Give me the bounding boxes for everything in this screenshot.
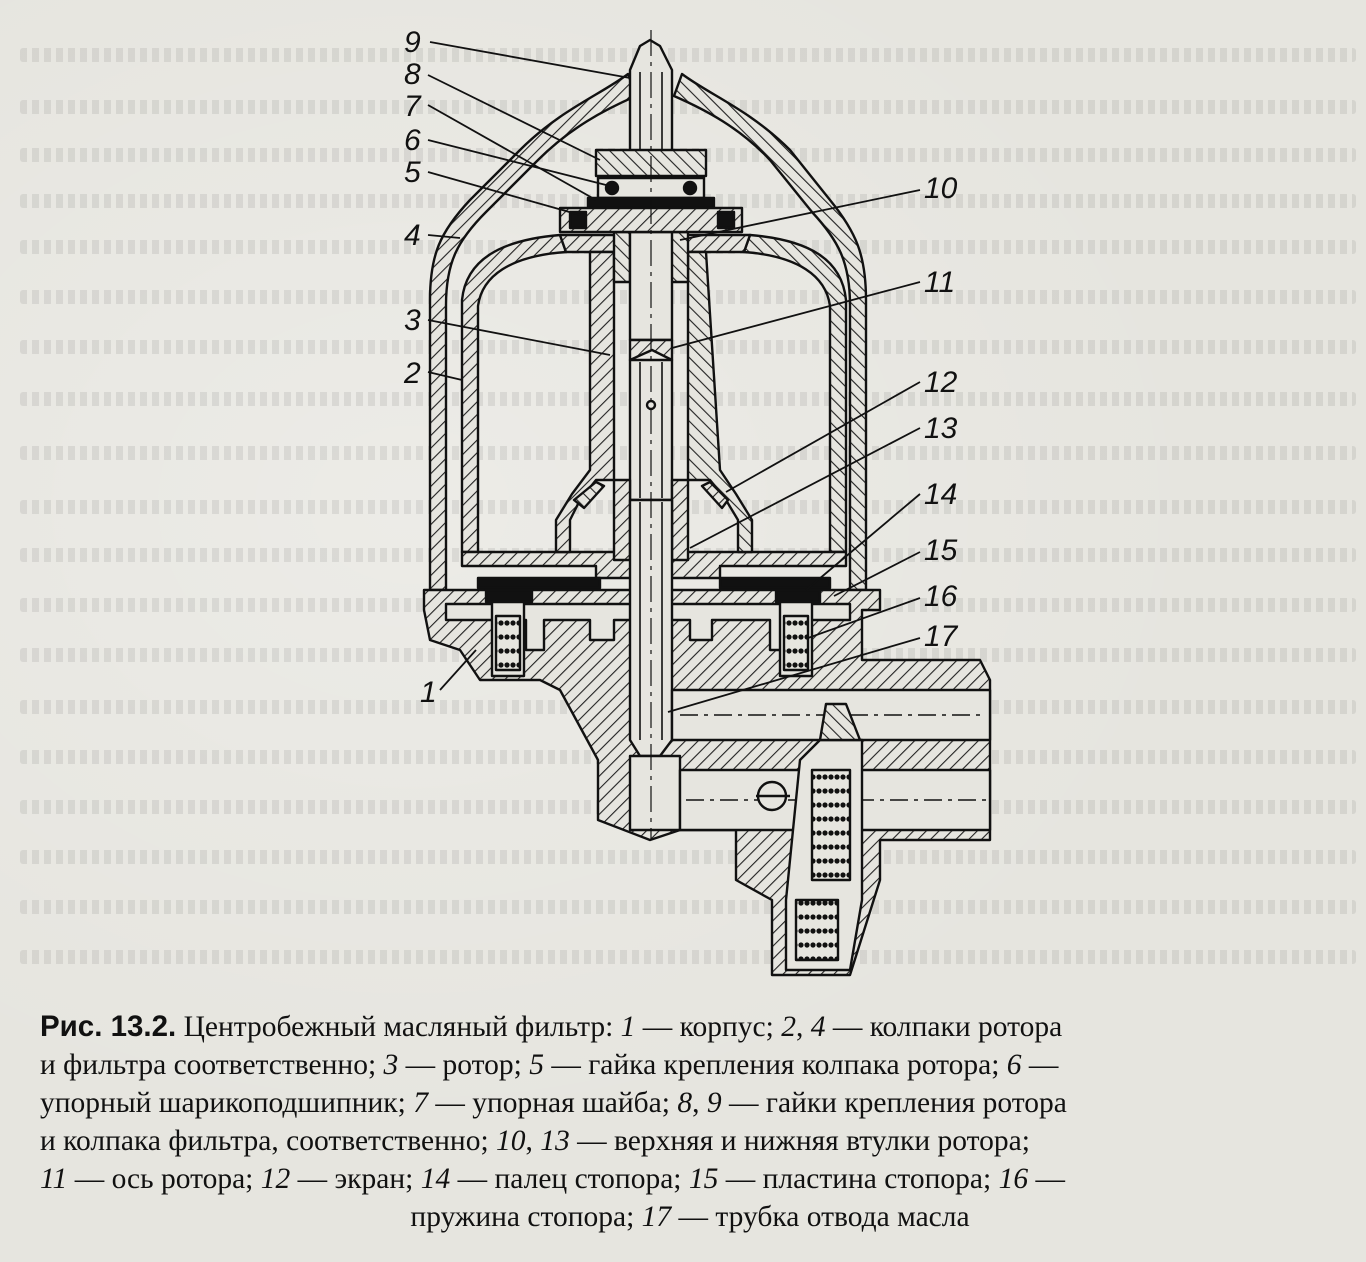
rotor-base-plate [476, 576, 602, 590]
label-1: 1 [420, 676, 437, 709]
bleed-through-line [20, 950, 1356, 964]
centrifugal-oil-filter-diagram: 9 8 7 6 5 4 3 2 1 10 11 12 13 14 15 16 1… [403, 26, 992, 977]
bleed-through-line [20, 900, 1356, 914]
rotor-cap-left [460, 233, 568, 554]
label-2: 2 [403, 357, 421, 390]
label-12: 12 [924, 366, 958, 399]
label-14: 14 [924, 478, 957, 511]
caption-line-5: 11 — ось ротора; 12 — экран; 14 — палец … [40, 1163, 1065, 1195]
caption-line-3: упорный шарикоподшипник; 7 — упорная шай… [40, 1087, 1067, 1119]
label-8: 8 [404, 58, 421, 91]
label-5: 5 [404, 156, 421, 189]
label-17: 17 [924, 620, 959, 653]
leader-lines [427, 41, 921, 713]
label-3: 3 [404, 304, 421, 337]
label-15: 15 [924, 534, 958, 567]
bleed-through-line [20, 100, 1356, 114]
rotor-hub-right [686, 250, 754, 554]
label-11: 11 [924, 266, 955, 299]
caption-line-1: Рис. 13.2. Центробежный масляный фильтр:… [40, 1010, 1063, 1043]
caption-line-6: пружина стопора; 17 — трубка отвода масл… [410, 1201, 970, 1233]
figure-caption: Рис. 13.2. Центробежный масляный фильтр:… [40, 1008, 1340, 1236]
bleed-through-line [20, 850, 1356, 864]
label-9: 9 [404, 26, 421, 59]
stopper-plate-left [484, 588, 534, 604]
label-13: 13 [924, 412, 958, 445]
label-16: 16 [924, 580, 958, 613]
figure-number: Рис. 13.2. [40, 1010, 177, 1043]
rotor-hub-left [554, 250, 616, 554]
label-7: 7 [404, 90, 422, 123]
screen [572, 480, 606, 510]
rotor-cap-right [742, 233, 848, 554]
rotor-base-plate-right [718, 576, 832, 590]
label-4: 4 [404, 219, 421, 252]
oil-outlet-channel [628, 754, 682, 832]
stopper-plate-right [774, 588, 822, 604]
valve-nozzle [818, 702, 862, 742]
caption-line-4: и колпака фильтра, соответственно; 10, 1… [40, 1125, 1030, 1157]
label-6: 6 [404, 124, 421, 157]
bleed-through-line [20, 48, 1356, 62]
screen-right [700, 480, 730, 510]
label-10: 10 [924, 172, 958, 205]
caption-line-2: и фильтра соответственно; 3 — ротор; 5 —… [40, 1049, 1059, 1081]
